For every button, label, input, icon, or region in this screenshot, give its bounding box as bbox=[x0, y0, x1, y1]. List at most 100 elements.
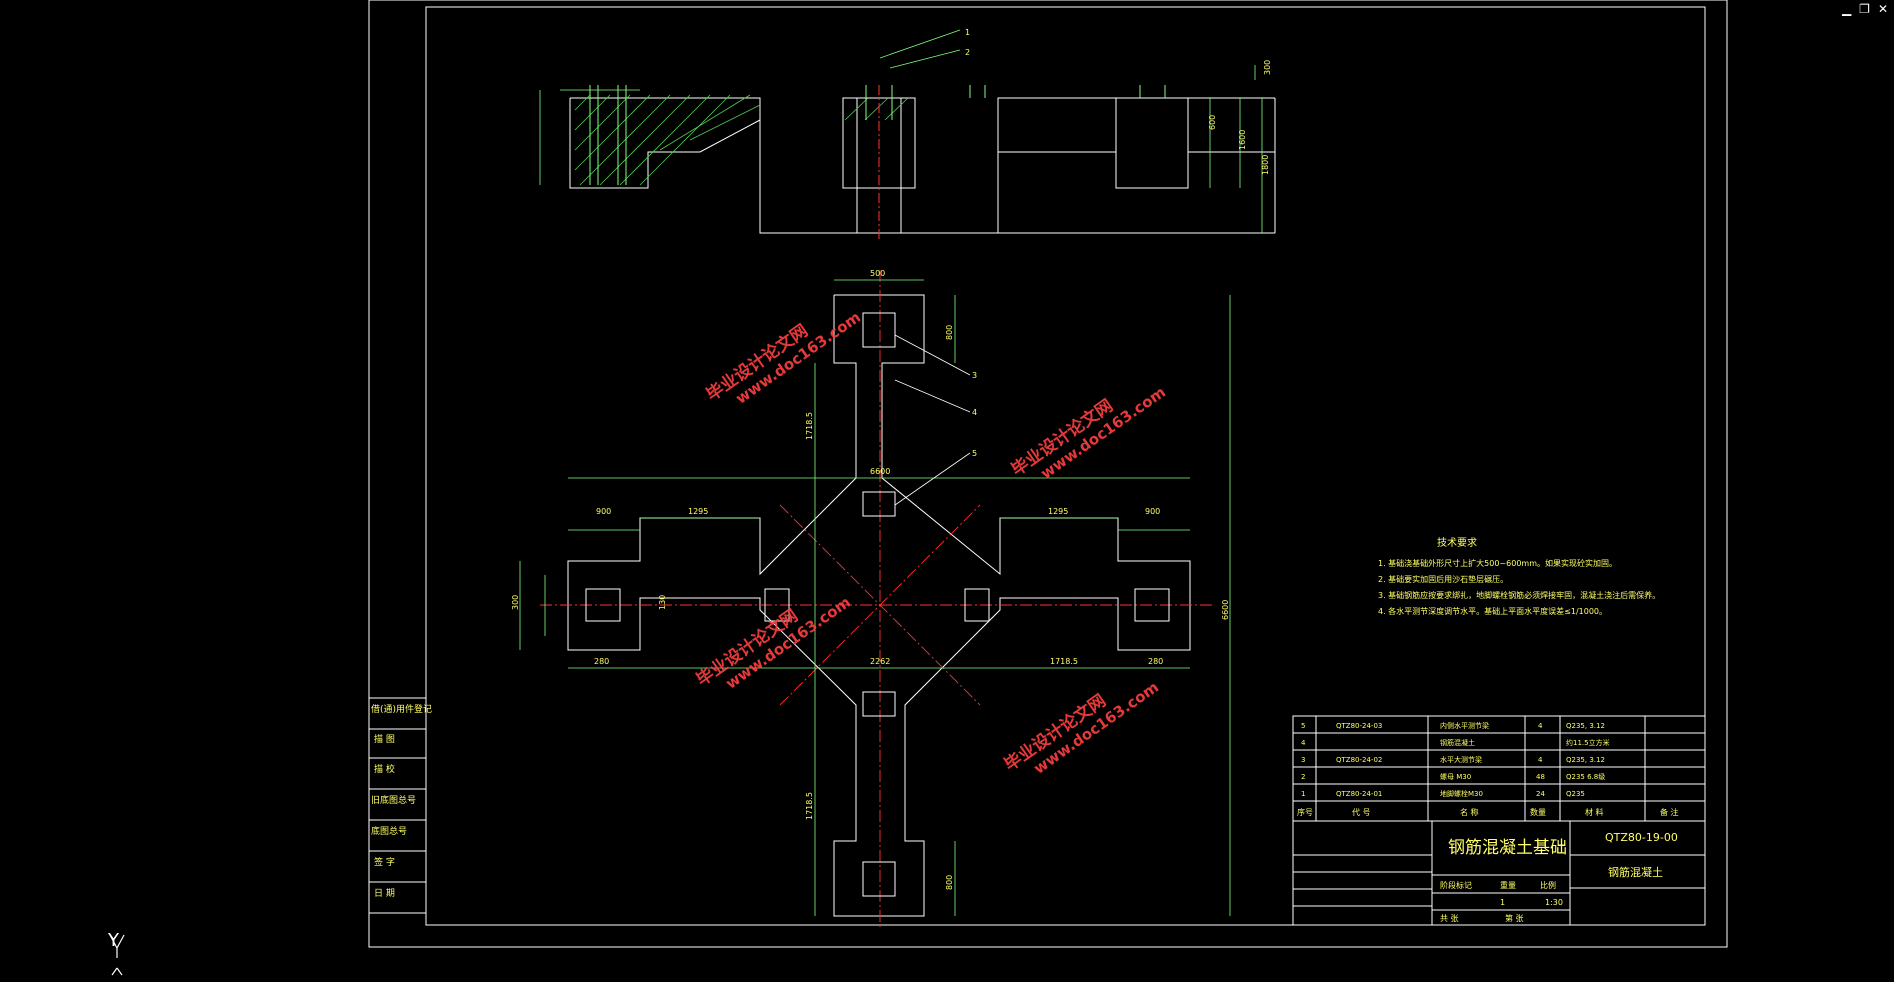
dim-label: 1718.5 bbox=[805, 792, 814, 820]
dim-label: 300 bbox=[511, 595, 520, 610]
tech-item: 3. 基础钢筋应按要求绑扎，地脚螺栓钢筋必须焊接牢固，混凝土浇注后需保养。 bbox=[1378, 590, 1660, 600]
dim-label: 900 bbox=[596, 507, 611, 516]
close-icon[interactable]: ✕ bbox=[1877, 2, 1888, 16]
tech-heading: 技术要求 bbox=[1437, 536, 1477, 549]
title-block: 钢筋混凝土基础 QTZ80-19-00 钢筋混凝土 阶段标记 重量 比例 1 1… bbox=[1440, 831, 1678, 923]
svg-text:QTZ80-24-02: QTZ80-24-02 bbox=[1336, 756, 1382, 764]
dim-label: 800 bbox=[945, 325, 954, 340]
callout-number: 3 bbox=[972, 371, 977, 380]
dim-label: 2262 bbox=[870, 657, 890, 666]
elevation-view bbox=[569, 97, 1276, 234]
dim-label: 1800 bbox=[1261, 155, 1270, 175]
tech-item: 2. 基础要实加固后用沙石垫层碾压。 bbox=[1378, 574, 1508, 584]
dim-label: 6600 bbox=[1221, 600, 1230, 620]
drawing-code: QTZ80-19-00 bbox=[1605, 831, 1678, 844]
table-row: 1 bbox=[1301, 790, 1305, 798]
callout-number: 1 bbox=[965, 28, 970, 37]
tech-requirements: 技术要求 1. 基础浇基础外形尺寸上扩大500~600mm。如果实现砼实加固。 … bbox=[1378, 536, 1660, 616]
tech-item: 1. 基础浇基础外形尺寸上扩大500~600mm。如果实现砼实加固。 bbox=[1378, 558, 1617, 568]
svg-text:地脚螺栓M30: 地脚螺栓M30 bbox=[1440, 789, 1483, 798]
left-strip-label: 描 图 bbox=[374, 733, 395, 745]
svg-text:Q235, 3.12: Q235, 3.12 bbox=[1566, 756, 1605, 764]
elevation-bolts bbox=[589, 85, 1166, 185]
plan-leaders bbox=[894, 334, 971, 506]
anchor-plates bbox=[585, 312, 1170, 897]
dim-label: 1295 bbox=[1048, 507, 1068, 516]
left-strip-label: 签 字 bbox=[374, 856, 395, 868]
ucs-label: Y bbox=[108, 930, 119, 951]
restore-icon[interactable]: ❐ bbox=[1859, 2, 1870, 16]
svg-text:内侧水平测节梁: 内侧水平测节梁 bbox=[1440, 721, 1489, 730]
svg-text:Q235 6.8级: Q235 6.8级 bbox=[1566, 772, 1605, 781]
svg-text:水平大测节梁: 水平大测节梁 bbox=[1440, 755, 1482, 764]
weight-label: 重量 bbox=[1500, 880, 1516, 890]
left-strip-label: 借(通)用件登记 bbox=[371, 703, 432, 715]
ucs-icon bbox=[109, 934, 125, 976]
dim-label: 1718.5 bbox=[1050, 657, 1078, 666]
ratio-label: 比例 bbox=[1540, 880, 1556, 890]
sheet-label: 第 张 bbox=[1505, 913, 1524, 923]
parts-list-grid bbox=[1292, 715, 1706, 926]
window-controls: ▁ ❐ ✕ bbox=[1842, 2, 1888, 16]
dim-label: 280 bbox=[1148, 657, 1163, 666]
callout-number: 2 bbox=[965, 48, 970, 57]
dim-label: 1295 bbox=[688, 507, 708, 516]
table-row: 2 bbox=[1301, 773, 1305, 781]
svg-text:数量: 数量 bbox=[1530, 807, 1546, 817]
elevation-hatch bbox=[574, 94, 909, 186]
left-strip-label: 底图总号 bbox=[371, 825, 407, 837]
parts-list-rows: 5 QTZ80-24-03 内侧水平测节梁 4 Q235, 3.12 4 钢筋混… bbox=[1301, 721, 1610, 798]
left-strip-label: 旧底图总号 bbox=[371, 794, 416, 806]
dim-label: 130 bbox=[658, 595, 667, 610]
svg-text:Q235, 3.12: Q235, 3.12 bbox=[1566, 722, 1605, 730]
callout-number: 5 bbox=[972, 449, 977, 458]
svg-text:Q235: Q235 bbox=[1566, 790, 1585, 798]
svg-text:24: 24 bbox=[1536, 790, 1545, 798]
dim-label: 280 bbox=[594, 657, 609, 666]
svg-text:4: 4 bbox=[1538, 756, 1543, 764]
svg-text:名 称: 名 称 bbox=[1460, 807, 1479, 817]
table-row: 4 bbox=[1301, 739, 1306, 747]
sheets-label: 共 张 bbox=[1440, 914, 1459, 923]
dim-label: 1718.5 bbox=[805, 412, 814, 440]
plan-dims bbox=[519, 279, 1231, 916]
dim-label: 800 bbox=[945, 875, 954, 890]
inner-frame bbox=[425, 6, 1706, 926]
dim-label: 1600 bbox=[1238, 130, 1247, 150]
table-row: 5 bbox=[1301, 722, 1305, 730]
svg-text:QTZ80-24-03: QTZ80-24-03 bbox=[1336, 722, 1382, 730]
dim-label: 300 bbox=[1263, 60, 1272, 75]
table-row: 3 bbox=[1301, 756, 1305, 764]
tech-item: 4. 各水平测节深度调节水平。基础上平面水平度误差≤1/1000。 bbox=[1378, 606, 1607, 616]
callout-number: 4 bbox=[972, 408, 977, 417]
left-strip-label: 日 期 bbox=[374, 888, 395, 899]
drawing-material: 钢筋混凝土 bbox=[1608, 865, 1663, 879]
parts-list-header: 序号 代 号 名 称 数量 材 料 备 注 bbox=[1297, 807, 1679, 817]
svg-text:代 号: 代 号 bbox=[1352, 807, 1371, 817]
dim-label: 500 bbox=[870, 269, 885, 278]
svg-text:48: 48 bbox=[1536, 773, 1545, 781]
elevation-dims bbox=[539, 29, 1263, 233]
svg-text:4: 4 bbox=[1538, 722, 1543, 730]
left-strip-label: 描 校 bbox=[374, 763, 395, 775]
svg-text:螺母 M30: 螺母 M30 bbox=[1440, 772, 1471, 781]
stage-label: 阶段标记 bbox=[1440, 880, 1472, 890]
svg-text:备 注: 备 注 bbox=[1660, 807, 1679, 817]
svg-text:QTZ80-24-01: QTZ80-24-01 bbox=[1336, 790, 1382, 798]
dim-label: 6600 bbox=[870, 467, 890, 476]
scale-value: 1:30 bbox=[1545, 898, 1563, 907]
svg-text:约11.5立方米: 约11.5立方米 bbox=[1566, 738, 1610, 747]
dim-label: 900 bbox=[1145, 507, 1160, 516]
plan-centerlines bbox=[540, 270, 1215, 930]
svg-text:钢筋混凝土: 钢筋混凝土 bbox=[1440, 738, 1475, 747]
svg-text:序号: 序号 bbox=[1297, 807, 1313, 817]
drawing-title: 钢筋混凝土基础 bbox=[1448, 838, 1567, 858]
left-strip-table bbox=[368, 697, 427, 914]
quantity-value: 1 bbox=[1500, 898, 1505, 907]
dim-label: 600 bbox=[1208, 115, 1217, 130]
svg-text:材 料: 材 料 bbox=[1585, 807, 1604, 817]
minimize-icon[interactable]: ▁ bbox=[1841, 2, 1852, 16]
outer-frame bbox=[368, 0, 1728, 948]
